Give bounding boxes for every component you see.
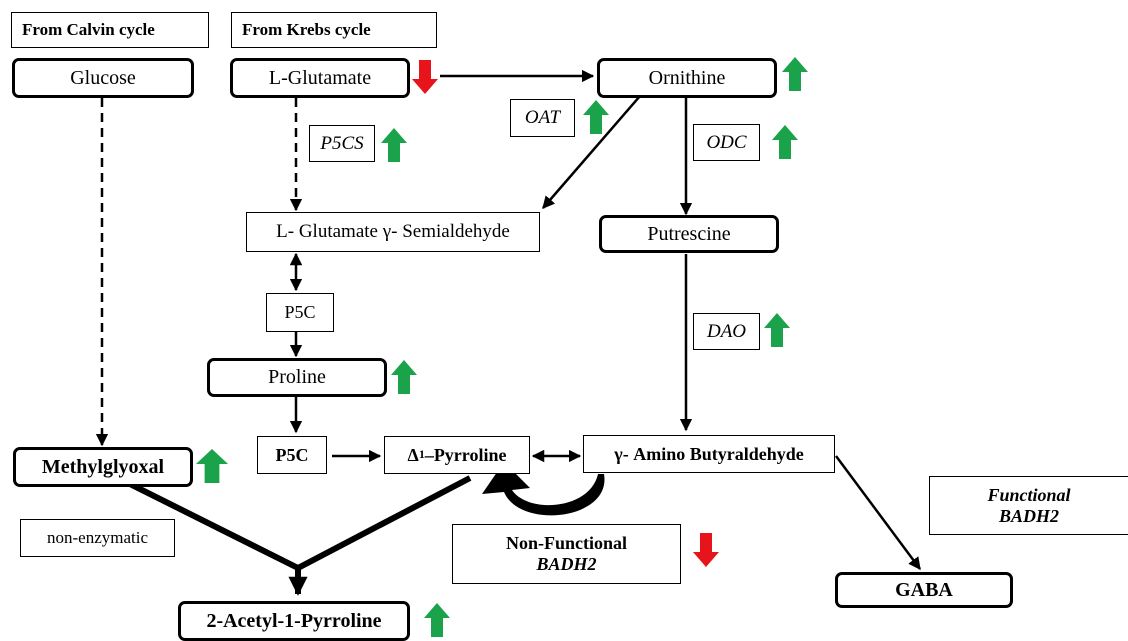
label-krebs-cycle: From Krebs cycle [231,12,437,48]
arrow-ornithine-semialdehyde [542,95,641,209]
up-arrow-icon [391,360,417,394]
pyrroline-superscript: 1 [418,447,425,462]
functional-gene: BADH2 [998,505,1059,526]
up-arrow-icon [583,100,609,134]
line-pyrroline-convergence [296,475,472,571]
indicator-dao [764,313,790,347]
indicator-oat [583,100,609,134]
node-glutamate-semialdehyde: L- Glutamate γ- Semialdehyde [246,212,540,252]
arrow-aminobutyraldehyde-gaba [834,455,922,571]
node-p5c-upper: P5C [266,293,334,332]
indicator-acetyl-pyrroline [424,603,450,637]
line-methylglyoxal-convergence [116,475,300,571]
nonfunctional-gene: BADH2 [536,554,597,574]
down-arrow-icon [412,60,438,94]
node-amino-butyraldehyde: γ- Amino Butyraldehyde [583,435,835,473]
up-arrow-icon [381,128,407,162]
enzyme-oat: OAT [510,99,575,137]
node-proline: Proline [207,358,387,397]
indicator-nonfunctional-badh2 [693,533,719,567]
indicator-proline [391,360,417,394]
box-functional-badh2: Functional BADH2 [929,476,1128,535]
node-methylglyoxal: Methylglyoxal [13,447,193,487]
indicator-methylglyoxal [196,449,228,483]
up-arrow-icon [772,125,798,159]
box-nonfunctional-badh2: Non-Functional BADH2 [452,524,681,584]
up-arrow-icon [196,449,228,483]
indicator-odc [772,125,798,159]
curved-arrow-badh2 [482,462,605,516]
enzyme-dao: DAO [693,313,760,350]
node-2-acetyl-1-pyrroline: 2-Acetyl-1-Pyrroline [178,601,410,641]
up-arrow-icon [424,603,450,637]
label-non-enzymatic: non-enzymatic [20,519,175,557]
node-glucose: Glucose [12,58,194,98]
pyrroline-name: –Pyrroline [424,444,507,465]
up-arrow-icon [782,57,808,91]
up-arrow-icon [764,313,790,347]
node-p5c-lower: P5C [257,436,327,474]
node-ornithine: Ornithine [597,58,777,98]
down-arrow-icon [693,533,719,567]
nonfunctional-label: Non-Functional [505,533,628,554]
node-gaba: GABA [835,572,1013,608]
enzyme-odc: ODC [693,124,760,161]
indicator-glutamate [412,60,438,94]
indicator-ornithine [782,57,808,91]
functional-label: Functional [987,484,1071,505]
enzyme-p5cs: P5CS [309,125,375,162]
label-calvin-cycle: From Calvin cycle [11,12,209,48]
pyrroline-delta: Δ [407,444,419,465]
node-l-glutamate: L-Glutamate [230,58,410,98]
indicator-p5cs [381,128,407,162]
node-putrescine: Putrescine [599,215,779,253]
